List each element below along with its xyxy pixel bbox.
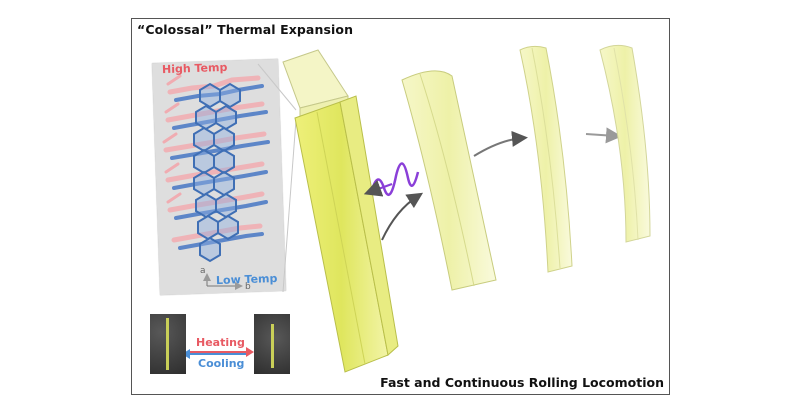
crystal-bent-3 — [599, 44, 651, 243]
crystal-bent-2 — [519, 45, 573, 273]
micrograph-cooled — [150, 314, 186, 374]
zoom-guides — [257, 63, 297, 293]
bottom-caption: Fast and Continuous Rolling Locomotion — [380, 375, 664, 390]
heating-label: Heating — [196, 336, 245, 349]
axis-b-label: b — [245, 282, 251, 292]
arrow-1 — [381, 192, 424, 241]
light-wave-icon — [363, 162, 420, 197]
axis-indicator — [203, 273, 243, 290]
arrow-3 — [585, 127, 622, 144]
figure-title: “Colossal” Thermal Expansion — [137, 22, 354, 37]
axis-a-label: a — [200, 266, 206, 276]
crystal-expanded — [282, 49, 399, 373]
heating-cooling-arrow — [182, 347, 254, 359]
cooling-label: Cooling — [198, 357, 245, 370]
micrograph-heated — [254, 314, 290, 374]
high-temp-label: High Temp — [161, 60, 228, 77]
arrow-2 — [473, 130, 528, 157]
crystal-bent-1 — [401, 70, 497, 291]
molecular-lattice — [162, 74, 270, 263]
